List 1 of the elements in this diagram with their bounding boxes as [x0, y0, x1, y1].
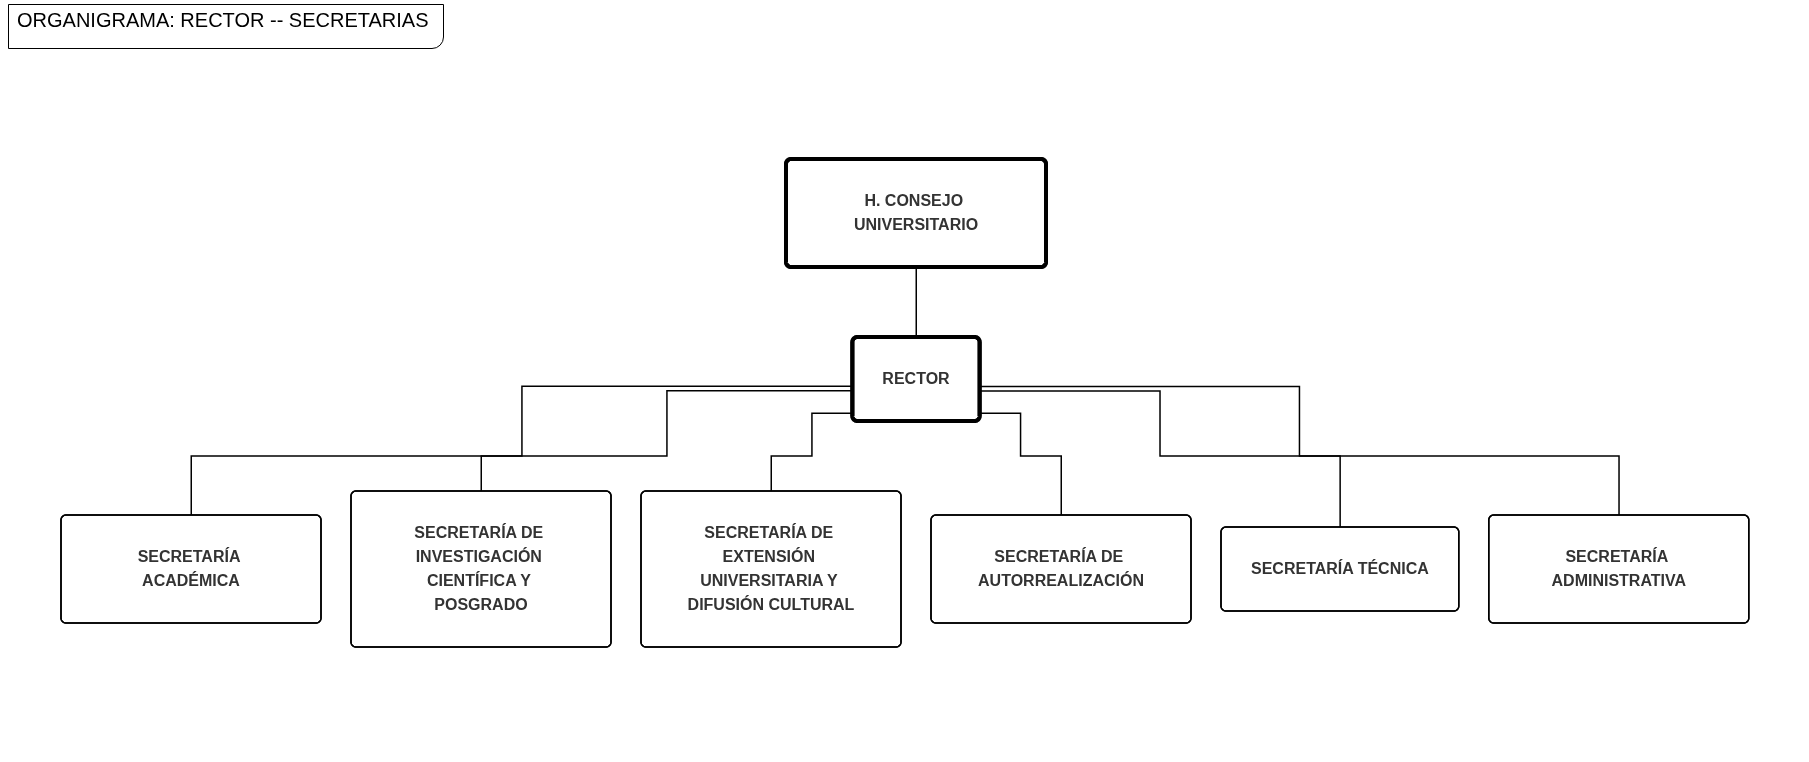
diagram-title: ORGANIGRAMA: RECTOR -- SECRETARIAS — [8, 4, 444, 49]
